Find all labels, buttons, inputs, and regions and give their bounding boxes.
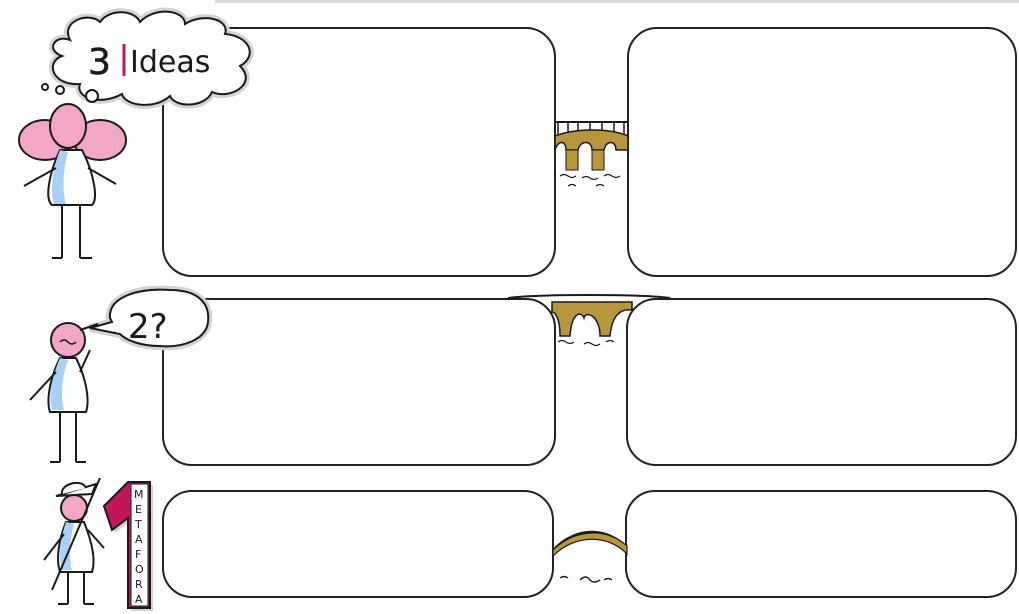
ideas-number: 3 [88,42,111,83]
metafora-letter: M [134,488,144,501]
person-explorer [44,478,104,604]
metafora-letter: F [135,548,141,561]
person-questioning [30,323,98,462]
metafora-letter: A [135,533,143,546]
metafora-letter: O [135,563,144,576]
bridge-row3 [553,532,627,582]
metafora-letter: A [135,593,143,606]
question-label: 2? [128,307,168,347]
person-thinking [19,104,126,258]
bridge-row1 [555,122,628,186]
metafora-letter: R [135,578,143,591]
number-one-metafora [104,482,153,611]
ideas-word: Ideas [130,45,210,80]
metafora-letter: T [134,518,142,531]
bridge-row2 [508,295,670,346]
metafora-letter: E [135,503,142,516]
